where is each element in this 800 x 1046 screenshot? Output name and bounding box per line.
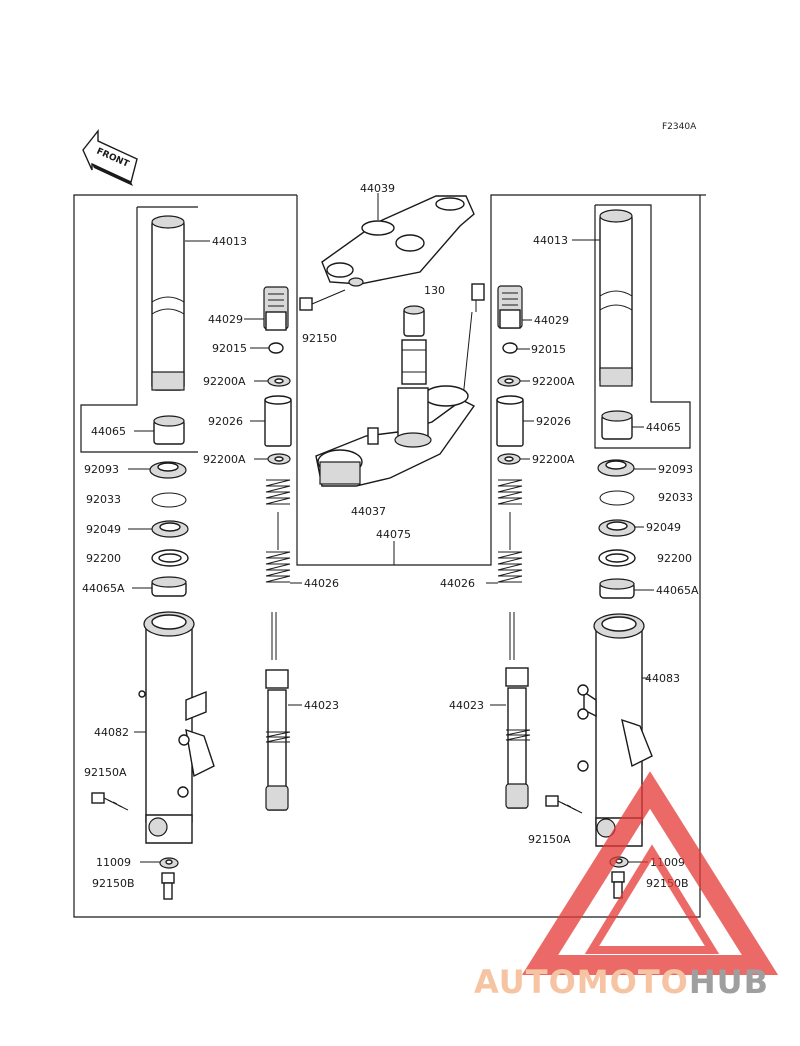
label-right-44029: 44029	[534, 314, 569, 327]
front-arrow-icon: FRONT	[82, 128, 138, 186]
label-right-92093: 92093	[658, 463, 693, 476]
label-right-44013: 44013	[533, 234, 568, 247]
label-left-92150A: 92150A	[84, 766, 127, 779]
label-44075: 44075	[376, 528, 411, 541]
label-right-92200: 92200	[657, 552, 692, 565]
label-44039: 44039	[360, 182, 395, 195]
label-left-44013: 44013	[212, 235, 247, 248]
label-right-44023: 44023	[449, 699, 484, 712]
label-left-92049: 92049	[86, 523, 121, 536]
label-left-11009: 11009	[96, 856, 131, 869]
left-seal-stack	[149, 461, 189, 597]
right-inner-tube	[599, 209, 633, 387]
label-right-92200A-bottom: 92200A	[532, 453, 575, 466]
label-left-44065: 44065	[91, 425, 126, 438]
watermark-triangle-icon	[521, 771, 779, 975]
label-left-44023: 44023	[304, 699, 339, 712]
left-inner-tube	[151, 215, 185, 391]
label-left-44029: 44029	[208, 313, 243, 326]
left-bushing	[153, 415, 185, 445]
right-seal-stack	[597, 459, 636, 599]
label-right-92026: 92026	[536, 415, 571, 428]
upper-triple-clamp	[321, 195, 475, 287]
label-left-92033: 92033	[86, 493, 121, 506]
bolt-130	[462, 283, 485, 399]
right-inner-bracket	[594, 204, 691, 449]
label-right-92049: 92049	[646, 521, 681, 534]
left-bolt-92150B	[161, 872, 175, 900]
bolt-92150	[299, 289, 346, 311]
label-left-44026: 44026	[304, 577, 339, 590]
diagram-code: F2340A	[662, 122, 697, 132]
watermark: AUTOMOTOHUB	[474, 771, 779, 1001]
label-left-92015: 92015	[212, 342, 247, 355]
label-left-92026: 92026	[208, 415, 243, 428]
right-bolt-92150B	[611, 871, 625, 899]
svg-text:AUTOMOTOHUB: AUTOMOTOHUB	[474, 963, 769, 1001]
label-left-44082: 44082	[94, 726, 129, 739]
label-right-92015: 92015	[531, 343, 566, 356]
assembly-frame	[73, 194, 706, 918]
right-bushing	[601, 410, 633, 440]
label-44037: 44037	[351, 505, 386, 518]
lower-triple-clamp	[315, 305, 476, 487]
left-washer-11009	[159, 857, 179, 869]
label-right-92033: 92033	[658, 491, 693, 504]
label-right-92150A: 92150A	[528, 833, 571, 846]
label-130: 130	[424, 284, 445, 297]
left-fork-internals	[263, 286, 292, 811]
right-fork-internals	[496, 285, 531, 809]
leader-lines	[128, 193, 656, 863]
label-right-44065A: 44065A	[656, 584, 699, 597]
label-left-92200: 92200	[86, 552, 121, 565]
label-left-92200A-bottom: 92200A	[203, 453, 246, 466]
watermark-text-part1: AUTOMOTO	[474, 963, 689, 1001]
label-92150: 92150	[302, 332, 337, 345]
left-bolt-92150A	[91, 792, 129, 811]
label-right-92200A-top: 92200A	[532, 375, 575, 388]
right-bolt-92150A	[545, 795, 583, 814]
label-left-92093: 92093	[84, 463, 119, 476]
label-right-44065: 44065	[646, 421, 681, 434]
label-left-92200A-top: 92200A	[203, 375, 246, 388]
label-right-44083: 44083	[645, 672, 680, 685]
label-right-44026: 44026	[440, 577, 475, 590]
left-outer-tube	[138, 611, 215, 844]
left-inner-bracket	[80, 206, 198, 453]
watermark-text-part2: HUB	[689, 963, 769, 1001]
label-left-92150B: 92150B	[92, 877, 135, 890]
label-left-44065A: 44065A	[82, 582, 125, 595]
